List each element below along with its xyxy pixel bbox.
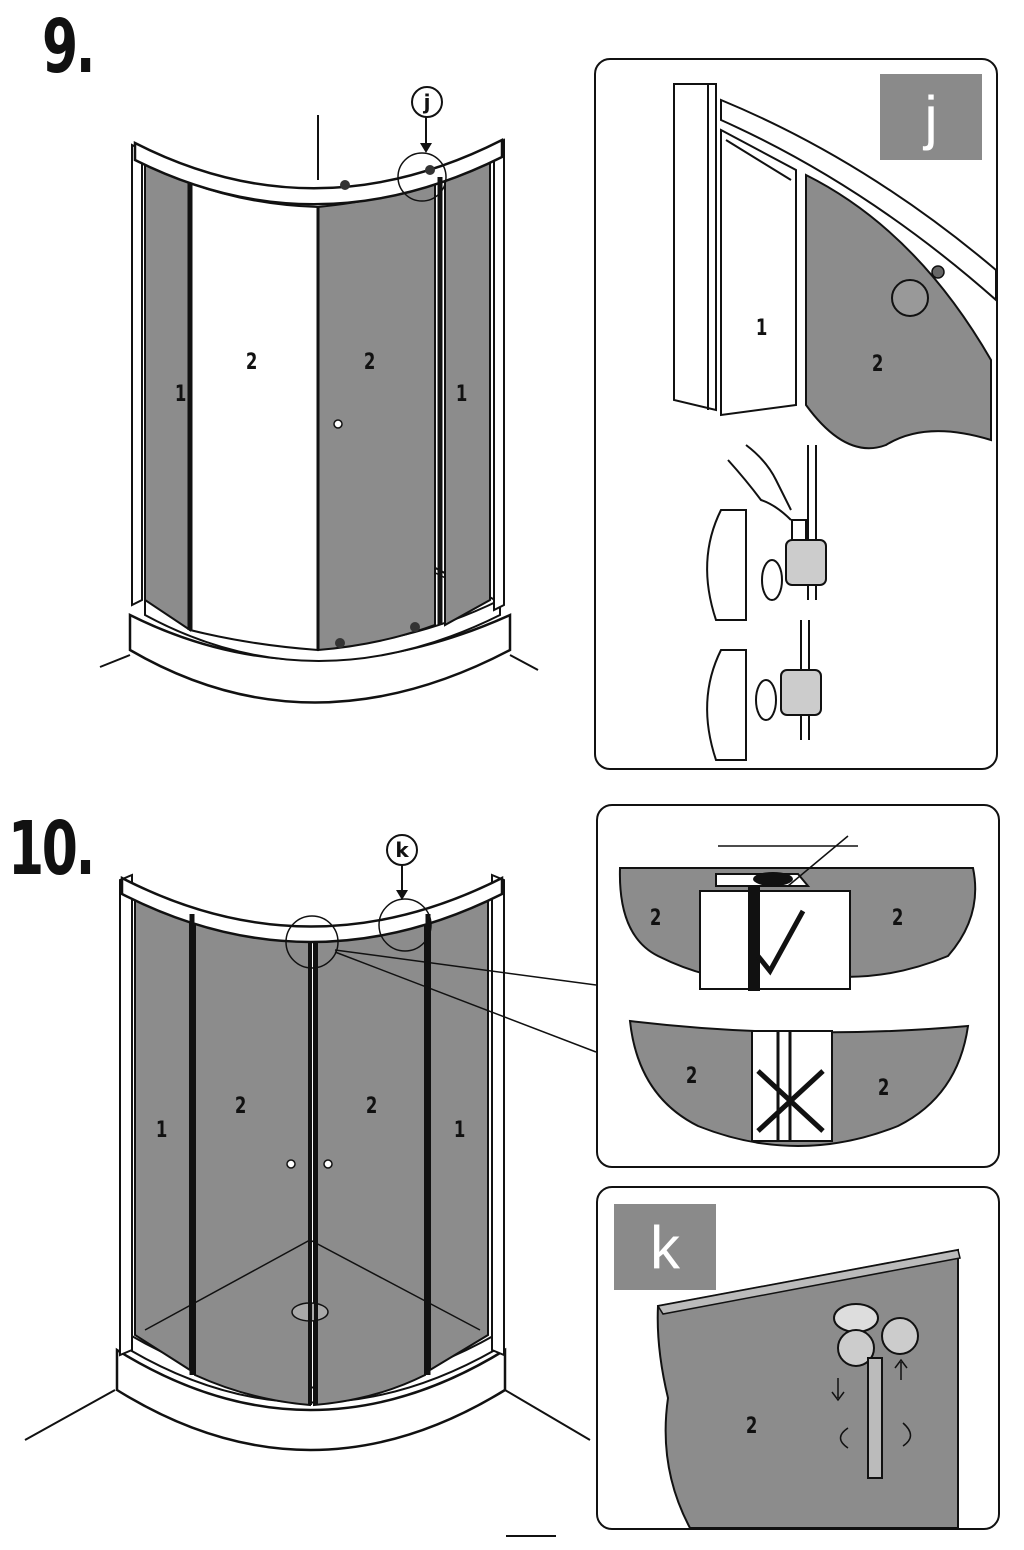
- label-end-j: 1: [755, 316, 768, 341]
- detail-panel-k: k 2: [596, 1186, 1000, 1530]
- label-wrong-left: 2: [685, 1064, 698, 1089]
- detail-panel-alignment: 2 2 2 2: [596, 804, 1000, 1168]
- label-door-left-9: 2: [245, 350, 258, 375]
- page-footer-rule: [506, 1535, 556, 1537]
- label-wrong-right: 2: [877, 1076, 890, 1101]
- callout-j: j: [411, 86, 443, 118]
- label-end-right-10: 1: [453, 1118, 466, 1143]
- roller-detail-k: [656, 1248, 961, 1528]
- step-number-9: 9.: [42, 4, 96, 90]
- label-end-right-9: 1: [455, 382, 468, 407]
- label-door-right-9: 2: [363, 350, 376, 375]
- callout-k: k: [386, 834, 418, 866]
- rotate-arrow-icon: [839, 1427, 849, 1449]
- label-end-left-9: 1: [174, 382, 187, 407]
- label-door-right-10: 2: [365, 1094, 378, 1119]
- label-correct-left: 2: [649, 906, 662, 931]
- roller-detail-j: [673, 83, 996, 761]
- label-correct-right: 2: [891, 906, 904, 931]
- step-number-10: 10.: [8, 806, 95, 892]
- label-end-left-10: 1: [155, 1118, 168, 1143]
- checkmark-icon: [756, 909, 806, 976]
- detail-panel-j: j 1 2: [594, 58, 998, 770]
- shower-enclosure-step9: [99, 115, 539, 704]
- label-door-left-10: 2: [234, 1094, 247, 1119]
- label-door-k: 2: [745, 1414, 758, 1439]
- alignment-detail: [618, 835, 977, 1147]
- badge-j: j: [880, 74, 982, 160]
- label-door-j: 2: [871, 352, 884, 377]
- shower-enclosure-step10: [24, 865, 597, 1452]
- roller-icon: [833, 1303, 919, 1479]
- badge-k: k: [614, 1204, 716, 1290]
- cross-icon: [756, 1069, 825, 1133]
